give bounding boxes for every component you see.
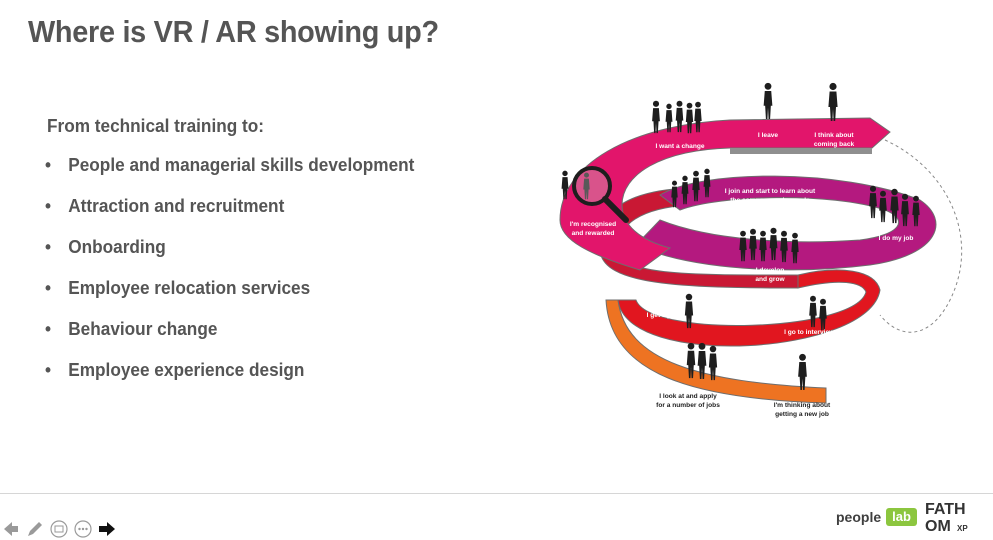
more-dots-icon xyxy=(74,520,92,538)
magnifying-glass-icon xyxy=(572,166,629,223)
return-dashed-path xyxy=(879,139,963,333)
bullet-dot: • xyxy=(45,318,52,339)
magenta-band xyxy=(559,117,891,271)
bullet-dot: • xyxy=(45,195,52,216)
bullet-item: • Employee experience design xyxy=(45,357,414,398)
slideshow-toolbar xyxy=(0,518,120,540)
bullet-item: • People and managerial skills developmen… xyxy=(45,152,414,193)
label-thinking-line2: getting a new job xyxy=(775,411,829,418)
fathom-logo-line2: OM xyxy=(925,518,951,534)
label-do-job: I do my job xyxy=(879,235,914,242)
footer-divider xyxy=(0,493,993,494)
label-think-back-line1: I think about xyxy=(814,132,854,139)
people-logo-text: people xyxy=(836,509,882,525)
label-develop-line1: I develop xyxy=(756,267,785,274)
label-apply-line1: I look at and apply xyxy=(659,393,717,400)
people-lab-logo: people lab xyxy=(836,508,917,526)
orange-band xyxy=(605,299,827,404)
bullet-text: Attraction and recruitment xyxy=(68,195,285,216)
label-develop-line2: and grow xyxy=(755,276,785,283)
more-options-button[interactable] xyxy=(72,518,94,540)
bullet-text: Employee experience design xyxy=(68,359,305,380)
pen-tool-button[interactable] xyxy=(24,518,46,540)
fathom-logo-line1: FATH xyxy=(925,501,966,518)
label-leave: I leave xyxy=(758,132,778,139)
bullet-text: Employee relocation services xyxy=(68,277,311,298)
label-apply-line2: for a number of jobs xyxy=(656,402,720,409)
bullet-item: • Behaviour change xyxy=(45,316,414,357)
label-recognised-line1: I'm recognised xyxy=(570,221,616,228)
bullet-item: • Onboarding xyxy=(45,234,414,275)
slide-sorter-button[interactable] xyxy=(48,518,70,540)
magenta-band-edge xyxy=(730,148,872,154)
bullet-dot: • xyxy=(45,236,52,257)
slide-title: Where is VR / AR showing up? xyxy=(28,14,439,49)
bullet-text: Behaviour change xyxy=(68,318,218,339)
bullet-dot: • xyxy=(45,154,52,175)
label-join-line2: the company and my role xyxy=(730,197,810,204)
pen-icon xyxy=(28,522,42,536)
slides-grid-icon xyxy=(50,520,68,538)
bullet-item: • Attraction and recruitment xyxy=(45,193,414,234)
label-interviews: I go to interviews xyxy=(784,329,838,336)
previous-slide-button[interactable] xyxy=(0,518,22,540)
bullet-text: People and managerial skills development xyxy=(68,154,415,175)
arrow-right-icon xyxy=(99,522,115,536)
label-think-back-line2: coming back xyxy=(814,141,855,148)
bullet-list: • People and managerial skills developmen… xyxy=(45,152,414,398)
bullet-item: • Employee relocation services xyxy=(45,275,414,316)
fathom-logo-xp: XP xyxy=(957,524,968,533)
bullet-dot: • xyxy=(45,359,52,380)
label-want-change: I want a change xyxy=(655,143,704,150)
label-join-line1: I join and start to learn about xyxy=(725,188,816,195)
fathom-xp-logo: FATH OM XP xyxy=(925,501,968,534)
bullet-dot: • xyxy=(45,277,52,298)
label-recognised-line2: and rewarded xyxy=(572,230,615,237)
label-get-job: I get a job xyxy=(647,312,678,319)
intro-text: From technical training to: xyxy=(47,115,264,136)
next-slide-button[interactable] xyxy=(96,518,118,540)
bullet-text: Onboarding xyxy=(68,236,166,257)
lab-logo-badge: lab xyxy=(886,508,917,526)
arrow-left-icon xyxy=(4,522,18,536)
label-thinking-line1: I'm thinking about xyxy=(774,402,831,409)
employee-journey-spiral: I want a change I leave I think about co… xyxy=(559,82,963,418)
